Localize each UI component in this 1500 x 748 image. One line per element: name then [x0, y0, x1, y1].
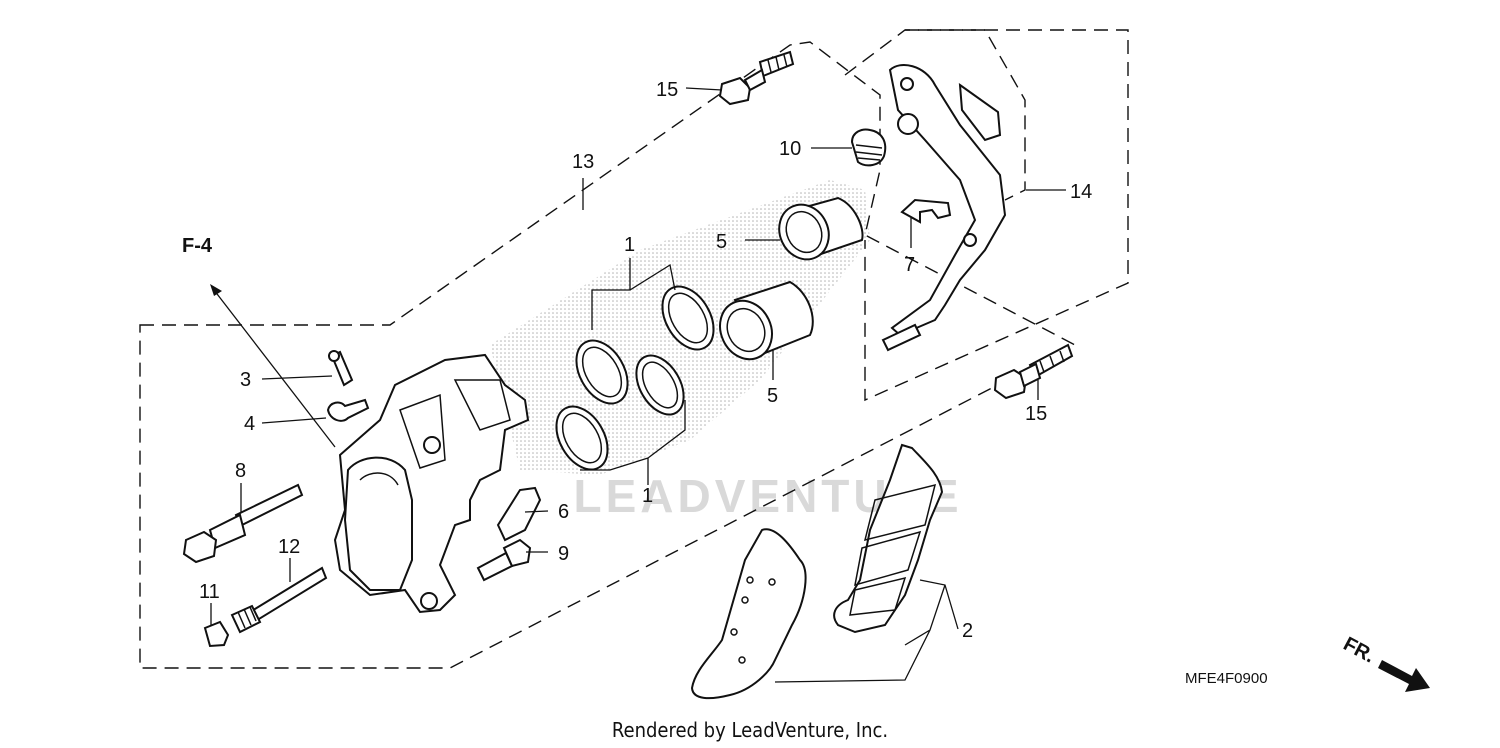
callout-9: 9	[558, 543, 569, 565]
callout-6: 6	[558, 501, 569, 523]
fr-label: FR.	[1340, 633, 1379, 668]
callout-5-bottom: 5	[767, 385, 778, 407]
brake-pad-rear	[690, 528, 807, 700]
caliper-body	[333, 353, 530, 614]
bolt-15-top	[718, 50, 795, 106]
part-3-bleeder	[328, 350, 354, 387]
callout-1-top: 1	[624, 234, 635, 256]
piston-seals-1	[555, 285, 715, 471]
callouts: 1 1 2 3 4 5 5 6 7 8 9 10 11 12 13 14 15 …	[199, 79, 1092, 642]
callout-12: 12	[278, 536, 300, 558]
part-7-clip	[900, 198, 952, 224]
callout-8: 8	[235, 460, 246, 482]
part-12-pin	[230, 566, 328, 634]
callout-5-top: 5	[716, 231, 727, 253]
front-direction-indicator: FR.	[1340, 633, 1430, 692]
callout-15-top: 15	[656, 79, 678, 101]
group-14-inner	[905, 29, 1026, 201]
f4-reference: F-4	[182, 235, 336, 448]
part-10-boot	[850, 128, 887, 167]
callout-2: 2	[962, 620, 973, 642]
callout-15-bottom: 15	[1025, 403, 1047, 425]
leader-lines	[210, 87, 1066, 683]
callout-11: 11	[199, 581, 220, 603]
group-14-outline	[844, 29, 1129, 402]
callout-3: 3	[240, 369, 251, 391]
fr-arrow-icon	[1378, 660, 1430, 692]
callout-4: 4	[244, 413, 255, 435]
f4-label: F-4	[182, 235, 213, 257]
part-11-plug	[203, 620, 230, 648]
callout-1-bottom: 1	[642, 485, 653, 507]
part-4-cap	[326, 398, 370, 422]
part-6-clip	[496, 486, 542, 542]
callout-10: 10	[779, 138, 801, 160]
footer-credit: Rendered by LeadVenture, Inc.	[612, 718, 888, 742]
brake-pad-front	[833, 443, 944, 634]
part-8-pin-bolt	[182, 483, 304, 564]
callout-7: 7	[904, 254, 915, 276]
group-13-outline	[139, 41, 1077, 669]
diagram-code: MFE4F0900	[1185, 670, 1268, 687]
piston-5-upper	[778, 196, 864, 261]
callout-14: 14	[1070, 181, 1092, 203]
part-9-bolt	[476, 538, 532, 582]
piston-5-lower	[719, 280, 814, 361]
bolt-15-bottom	[993, 343, 1074, 400]
callout-13: 13	[572, 151, 594, 173]
bracket-14	[881, 64, 1007, 352]
